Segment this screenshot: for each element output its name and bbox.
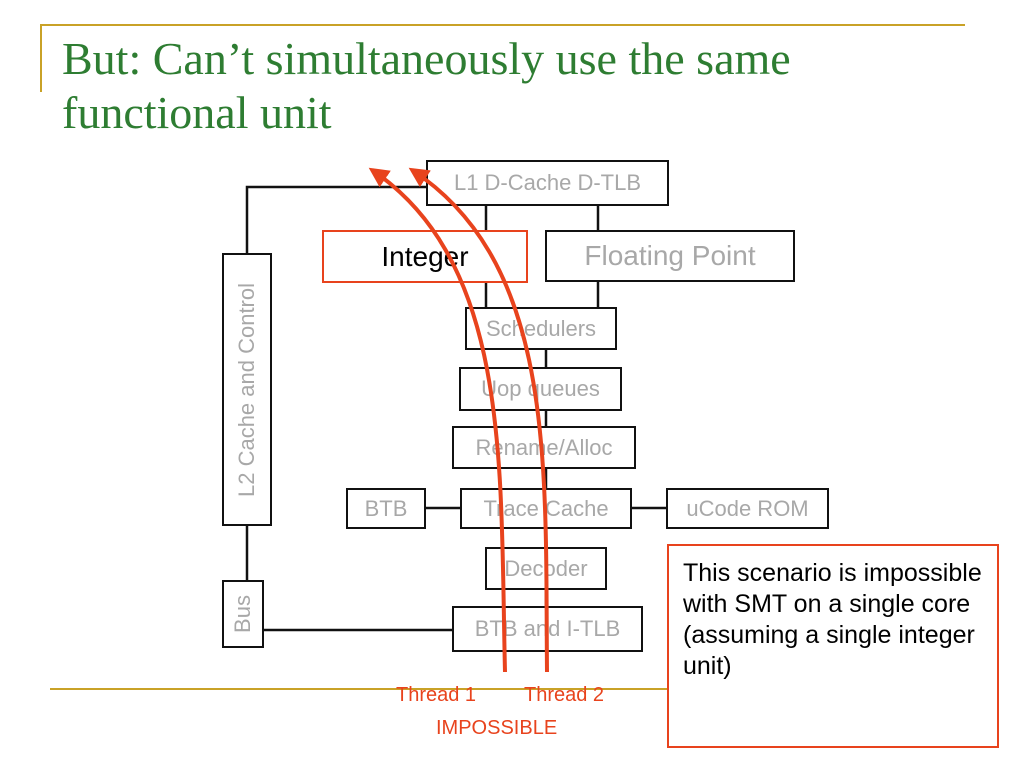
ucode-rom-block: uCode ROM: [666, 488, 829, 529]
l1-dcache-block: L1 D-Cache D-TLB: [426, 160, 669, 206]
left-rule: [40, 24, 42, 92]
btb-block: BTB: [346, 488, 426, 529]
top-rule: [40, 24, 965, 26]
thread2-label: Thread 2: [524, 684, 605, 706]
thread1-label: Thread 1: [396, 684, 477, 706]
uop-queues-block: Uop queues: [459, 367, 622, 411]
thread1-arrow: [368, 167, 507, 673]
floating-point-block: Floating Point: [545, 230, 795, 282]
schedulers-block: Schedulers: [465, 307, 617, 350]
bus-block: Bus: [222, 580, 264, 648]
bottom-rule: [50, 688, 974, 690]
impossible-label: IMPOSSIBLE: [436, 717, 558, 739]
slide-title: But: Can’t simultaneously use the same f…: [62, 33, 791, 138]
thread2-arrow: [408, 167, 549, 673]
l2-cache-block: L2 Cache and Control: [222, 253, 272, 526]
scenario-note: This scenario is impossible with SMT on …: [667, 544, 999, 748]
